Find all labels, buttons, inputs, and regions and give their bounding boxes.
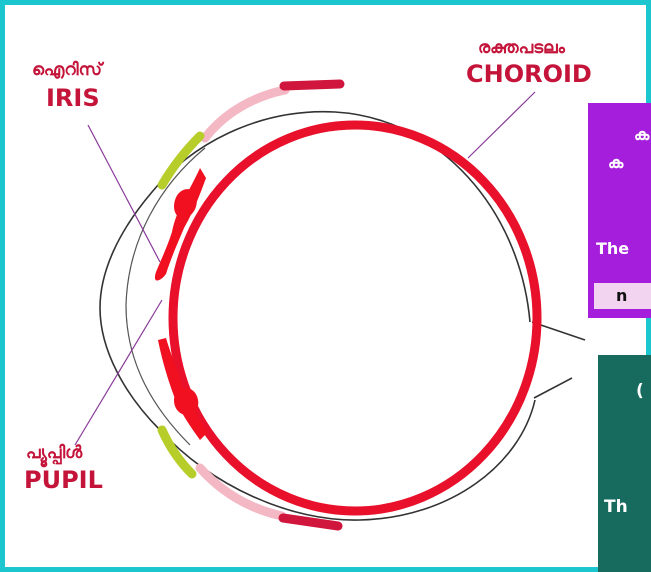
iris-leader-line xyxy=(88,125,160,262)
sclera-crimson-band-top xyxy=(284,84,340,86)
iris-lower-bulge xyxy=(174,388,198,415)
side-panel-bottom: ( Th xyxy=(598,355,651,572)
lens-segment-bottom xyxy=(162,430,192,474)
iris-upper-bulge xyxy=(174,189,197,218)
side-panel-bottom-line1: ( xyxy=(636,381,644,401)
side-panel-top-line2: ക xyxy=(608,153,623,173)
pupil-label-english: PUPIL xyxy=(24,466,103,494)
optic-nerve-bottom xyxy=(534,378,572,398)
side-panel-top-line1: ക xyxy=(634,125,649,145)
choroid-leader-line xyxy=(468,92,535,158)
side-panel-top: ക ക The n xyxy=(588,103,651,318)
iris-label-english: IRIS xyxy=(46,84,100,112)
side-panel-top-badge-text: n xyxy=(616,286,627,305)
side-panel-top-line3: The xyxy=(596,239,629,258)
choroid-label-malayalam: രക്തപടലം xyxy=(478,38,565,58)
side-panel-top-badge: n xyxy=(594,283,651,309)
iris-label-malayalam: ഐറിസ് xyxy=(32,60,102,80)
pupil-leader-line xyxy=(75,300,162,445)
sclera-pink-band-top xyxy=(205,90,285,138)
lens-segment-top xyxy=(162,136,200,185)
choroid-label-english: CHOROID xyxy=(466,60,592,88)
side-panel-bottom-line2: Th xyxy=(604,497,628,517)
pupil-label-malayalam: പ്യൂപ്പിൾ xyxy=(26,443,82,463)
choroid-ring xyxy=(173,125,537,511)
